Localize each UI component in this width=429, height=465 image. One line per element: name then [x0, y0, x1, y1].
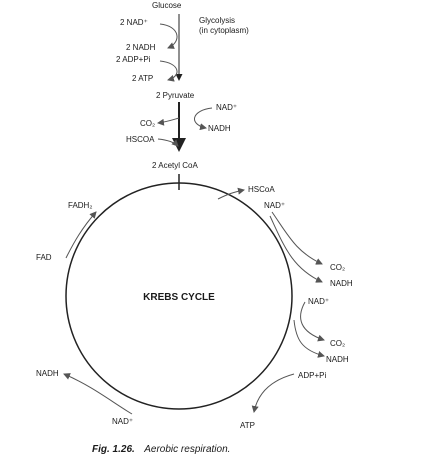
glycolysis-nadh-label: 2 NADH: [126, 43, 156, 52]
glycolysis-note-line2: (in cytoplasm): [199, 26, 249, 35]
hscoa-release-arrow: [217, 187, 245, 200]
acetyl-coa-label: 2 Acetyl CoA: [152, 161, 198, 170]
krebs-adp-label: ADP+Pi: [298, 371, 326, 380]
link-nad-to-nadh-arrow: [194, 107, 213, 131]
krebs-nadh3-label: NADH: [36, 369, 59, 378]
link-nadh-label: NADH: [208, 124, 231, 133]
fad-to-fadh2-arrow: [65, 211, 97, 259]
krebs-co2-2-label: CO₂: [330, 339, 345, 348]
krebs-nad3-label: NAD⁺: [112, 417, 133, 426]
krebs-cycle-circle: [65, 182, 293, 410]
krebs-hscoa-label: HSCoA: [248, 185, 275, 194]
glycolysis-note-line1: Glycolysis: [199, 16, 235, 25]
krebs-nadh1-label: NADH: [330, 279, 353, 288]
krebs-fad-label: FAD: [36, 253, 52, 262]
krebs-co2-1-arrow: [271, 211, 323, 265]
co2-release-arrow: [157, 117, 180, 126]
krebs-nad2-label: NAD⁺: [308, 297, 329, 306]
krebs-nadh2-label: NADH: [326, 355, 349, 364]
adp-to-atp-arrow: [159, 60, 178, 82]
glycolysis-atp-label: 2 ATP: [132, 74, 153, 83]
figure-caption-text: Aerobic respiration.: [143, 444, 230, 455]
figure-caption: Fig. 1.26. Aerobic respiration.: [92, 439, 230, 456]
nad-to-nadh-arrow: [159, 23, 178, 49]
hscoa-input-arrow: [157, 138, 179, 147]
adp-to-atp-krebs-arrow: [251, 373, 295, 413]
pyruvate-label: 2 Pyruvate: [156, 91, 195, 100]
krebs-cycle-title: KREBS CYCLE: [143, 292, 215, 303]
krebs-fadh2-label: FADH₂: [68, 201, 92, 210]
glycolysis-nad-label: 2 NAD⁺: [120, 18, 148, 27]
krebs-nadh3-arrow: [63, 373, 133, 415]
link-nad-label: NAD⁺: [216, 103, 237, 112]
glucose-label: Glucose: [152, 1, 182, 10]
krebs-nad1-label: NAD⁺: [264, 201, 285, 210]
link-hscoa-label: HSCOA: [126, 135, 155, 144]
figure-number: Fig. 1.26.: [92, 444, 135, 455]
krebs-co2-1-label: CO₂: [330, 263, 345, 272]
glycolysis-adp-label: 2 ADP+Pi: [116, 55, 151, 64]
krebs-nadh2-arrow: [293, 319, 325, 358]
krebs-co2-2-arrow: [300, 301, 325, 342]
krebs-nadh1-arrow: [269, 215, 323, 283]
link-co2-label: CO₂: [140, 119, 155, 128]
krebs-atp-label: ATP: [240, 421, 255, 430]
